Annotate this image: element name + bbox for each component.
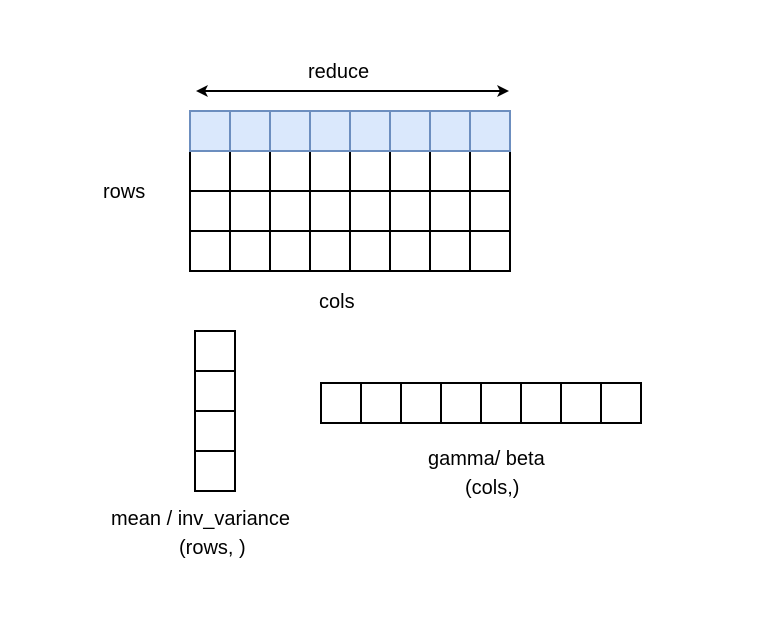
reduce-row-cell (429, 110, 471, 152)
matrix-cell (269, 190, 311, 232)
gamma-beta-vector (320, 382, 642, 424)
gamma-vector-cell (440, 382, 482, 424)
matrix-cell (389, 230, 431, 272)
matrix-cell (349, 230, 391, 272)
matrix-cell (189, 190, 231, 232)
gamma-vector-cell (480, 382, 522, 424)
mean-vector-cell (194, 450, 236, 492)
reduce-row-outline (469, 110, 511, 152)
matrix-cell (429, 150, 471, 192)
gamma-vector-cell (560, 382, 602, 424)
matrix-cell (309, 190, 351, 232)
matrix-cell (389, 150, 431, 192)
gamma-vector-cell (360, 382, 402, 424)
matrix-cell (469, 230, 511, 272)
matrix-cell (269, 230, 311, 272)
reduce-row-cell (309, 110, 351, 152)
mean-inv-variance-shape-label: (rows, ) (179, 537, 246, 559)
gamma-vector-cell (400, 382, 442, 424)
mean-vector-cell (194, 410, 236, 452)
matrix-cell (429, 190, 471, 232)
matrix-cell (189, 230, 231, 272)
matrix-cell (429, 230, 471, 272)
input-matrix (189, 110, 511, 272)
rows-label: rows (103, 181, 146, 203)
mean-inv-variance-label: mean / inv_variance (111, 508, 290, 530)
reduce-row-cell (229, 110, 271, 152)
reduce-label: reduce (308, 61, 370, 83)
gamma-vector-cell (320, 382, 362, 424)
reduce-row-cell (349, 110, 391, 152)
matrix-cell (389, 190, 431, 232)
matrix-cell (469, 190, 511, 232)
mean-vector-cell (194, 370, 236, 412)
mean-vector-cell (194, 330, 236, 372)
matrix-cell (229, 230, 271, 272)
matrix-cell (309, 230, 351, 272)
gamma-vector-cell (520, 382, 562, 424)
reduce-row-cell (469, 110, 511, 152)
matrix-cell (269, 150, 311, 192)
cols-label: cols (319, 291, 355, 313)
gamma-vector-cell (600, 382, 642, 424)
matrix-cell (469, 150, 511, 192)
matrix-cell (349, 190, 391, 232)
reduce-row-cell (389, 110, 431, 152)
gamma-beta-shape-label: (cols,) (465, 477, 520, 499)
reduce-row-cell (269, 110, 311, 152)
matrix-cell (349, 150, 391, 192)
mean-inv-variance-vector (194, 330, 236, 492)
matrix-cell (229, 190, 271, 232)
reduce-row-cell (189, 110, 231, 152)
matrix-cell (229, 150, 271, 192)
matrix-cell (189, 150, 231, 192)
matrix-cell (309, 150, 351, 192)
gamma-beta-label: gamma/ beta (428, 448, 545, 470)
